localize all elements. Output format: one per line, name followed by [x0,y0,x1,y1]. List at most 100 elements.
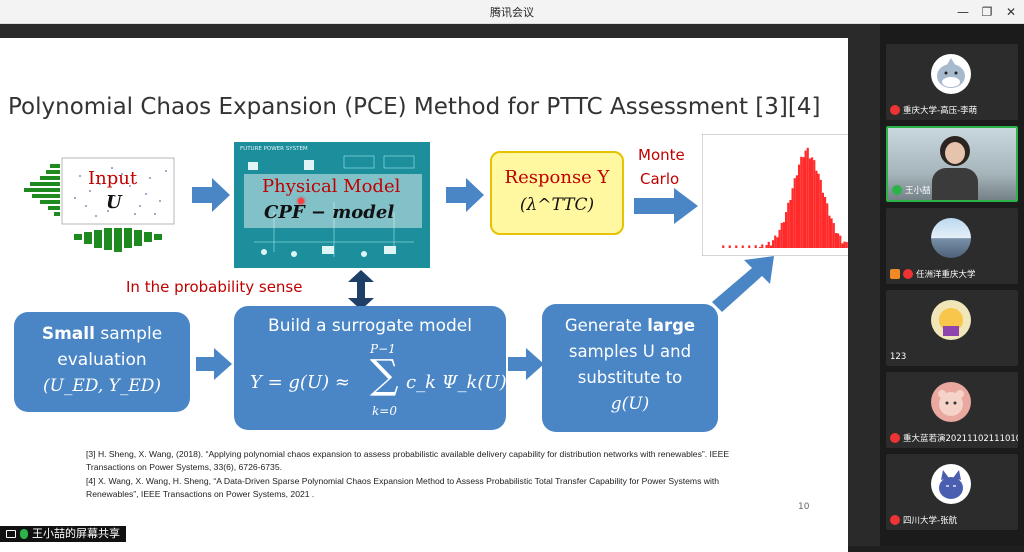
page-number: 10 [798,502,810,512]
mic-on-icon [892,185,902,195]
histogram-bar [735,245,738,248]
participant-tile[interactable]: 123 [886,290,1018,366]
arrow-small-to-surrogate [196,348,232,380]
generate-line-4: g(U) [610,394,650,414]
pointer-dot [298,198,304,204]
input-scatter-plot: Input U [20,156,180,258]
participant-tile[interactable]: 四川大学-张航 [886,454,1018,530]
participant-sidebar: 重庆大学-高压-李萌 王小喆 任洲洋重庆大学 123 重大蓝若演20211102… [880,24,1024,546]
response-variable: (λ^TTC) [519,195,595,215]
restore-button[interactable]: ❐ [981,5,993,19]
histogram-bar [767,241,770,248]
arrow-surrogate-to-generate [508,348,544,380]
histogram-bar [741,245,744,248]
slide-title: Polynomial Chaos Expansion (PCE) Method … [8,94,821,120]
small-rest: sample [94,324,163,344]
arrow-response-to-histogram [634,188,698,224]
histogram-bar [800,156,803,248]
participant-name: 四川大学-张航 [890,514,957,526]
surrogate-model-box: Build a surrogate model Y = g(U) ≈ P−1 ∑… [234,306,507,430]
histogram-bar [778,229,781,248]
participant-tile[interactable]: 重大蓝若演20211102111010 [886,372,1018,448]
histogram-bar [793,178,796,248]
monte-carlo-label-1: Monte [638,146,685,164]
physical-model-label: Physical Model [262,176,401,197]
monte-carlo-label-2: Carlo [640,170,680,188]
participant-tile[interactable]: 任洲洋重庆大学 [886,208,1018,284]
title-bar: 腾讯会议 — ❐ ✕ [0,0,1024,24]
participant-name: 123 [890,352,907,362]
landscape-avatar [931,218,971,258]
window-title: 腾讯会议 [490,6,534,19]
histogram-bar [785,212,788,248]
histogram-bar [808,158,811,248]
response-label: Response Y [504,167,610,188]
histogram-bar [841,243,844,248]
shark-avatar [931,54,971,94]
generate-large-bold: large [647,316,696,335]
histogram-bar [837,233,840,248]
ued-label: (U_ED, Y_ED) [42,376,162,396]
histogram-bar [787,202,790,248]
histogram-bar [780,222,783,248]
input-variable: U [106,192,122,213]
histogram-bar [748,245,751,248]
formula-right: c_k Ψ_k(U) [406,372,507,393]
participant-tile-active[interactable]: 王小喆 [886,126,1018,202]
person-face [945,142,965,164]
histogram-bar [804,150,807,248]
input-label: Input [88,168,138,189]
cartoon-avatar [931,300,971,340]
mic-muted-icon [890,433,900,443]
histogram-bar [789,199,792,248]
histogram-bar [795,175,798,248]
mic-muted-icon [903,269,913,279]
generate-line-1: Generate large [542,316,718,335]
histogram-bar [824,196,827,248]
double-arrow-vertical [348,270,374,310]
share-label-text: 王小喆的屏幕共享 [32,527,120,540]
histogram-bar [802,157,805,248]
arrow-input-to-model [192,178,230,212]
participant-name: 任洲洋重庆大学 [890,268,976,280]
histogram-bar [761,244,764,248]
reference-3: [3] H. Sheng, X. Wang, (2018). “Applying… [86,449,730,472]
screen-share-icon [6,530,16,538]
histogram-bar [834,233,837,248]
small-bold: Small [41,324,95,344]
cpf-model-label: CPF − model [264,202,395,223]
histogram-bar [811,157,814,248]
participant-tile[interactable]: 重庆大学-高压-李萌 [886,44,1018,120]
screen-share-area: Polynomial Chaos Expansion (PCE) Method … [0,24,880,552]
histogram-bar [772,240,775,248]
generate-line-3: substitute to [577,368,683,387]
small-sample-line: Small sample [14,324,190,344]
generate-text: Generate [564,316,648,335]
formula-sum-top: P−1 [370,342,396,356]
cat-avatar [931,464,971,504]
participant-name: 王小喆 [892,184,931,196]
histogram-bar [828,215,831,248]
histogram-bar [798,164,801,248]
histogram-bar [791,188,794,248]
generate-large-box: Generate large samples U and substitute … [542,304,718,432]
histogram-bar [728,245,731,248]
minimize-button[interactable]: — [957,5,969,19]
arrow-generate-to-histogram [712,256,774,312]
histogram-bar [839,235,842,248]
participant-name: 重大蓝若演20211102111010 [890,432,1018,444]
histogram-bar [722,245,725,248]
probability-sense-label: In the probability sense [126,278,303,296]
histogram-bar [769,245,772,248]
histogram-bar [754,245,757,248]
formula-sum-sign: ∑ [370,352,399,398]
histogram-bar [819,179,822,248]
close-button[interactable]: ✕ [1005,5,1017,19]
histogram-bar [782,222,785,248]
physical-model-overlay [244,174,422,228]
histogram-bar [759,246,762,248]
reference-4: [4] X. Wang, X. Wang, H. Sheng, “A Data-… [86,476,720,499]
histogram-bar [776,237,779,248]
histogram-bar [821,192,824,248]
histogram-bar [843,241,846,248]
